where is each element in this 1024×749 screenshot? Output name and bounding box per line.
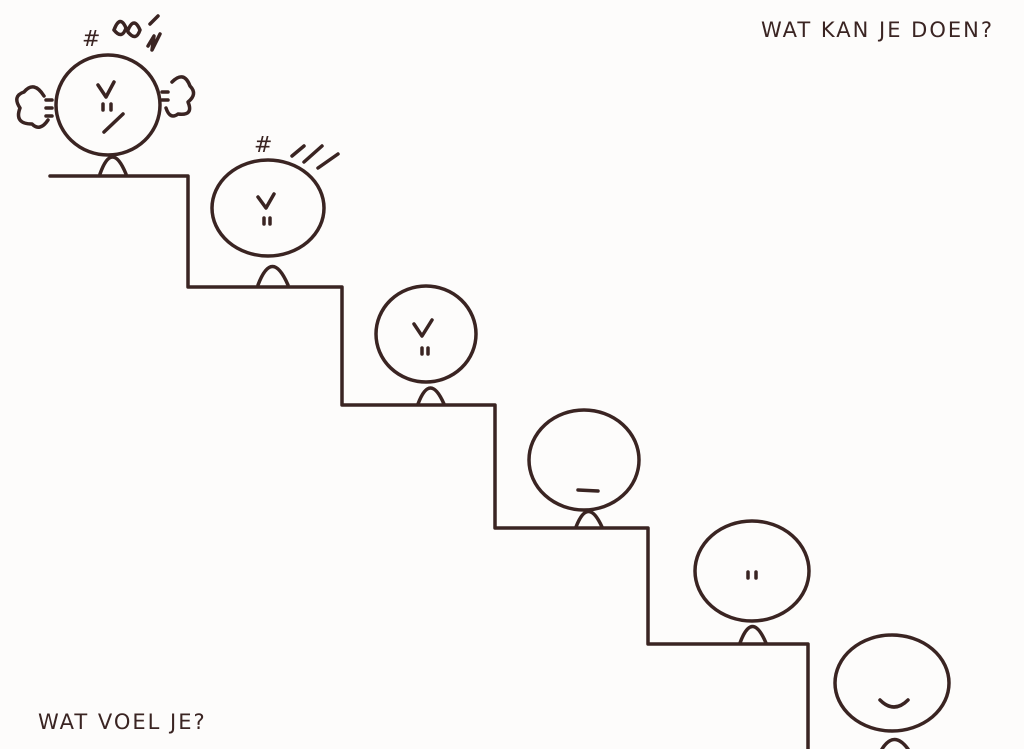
swear-zigzag — [146, 14, 162, 52]
steam-lines-right — [160, 90, 170, 102]
head — [833, 633, 951, 733]
head — [374, 284, 478, 384]
swear-hash-icon: # — [254, 133, 272, 158]
head — [210, 158, 326, 258]
eyebrows — [96, 80, 116, 99]
eyes — [420, 346, 430, 356]
head — [693, 519, 811, 623]
steam-cloud-right — [164, 75, 196, 118]
eyebrows — [412, 318, 434, 338]
eyes — [746, 570, 758, 580]
neck — [98, 155, 128, 176]
neck — [416, 386, 446, 406]
steam-lines-left — [44, 98, 54, 118]
swear-hash-icon: # — [82, 27, 100, 52]
neck — [256, 264, 290, 287]
anger-lines — [290, 144, 340, 170]
neck — [880, 737, 910, 749]
smile-mouth — [878, 698, 910, 709]
steam-cloud-left — [15, 85, 50, 129]
figure-angry: # — [210, 133, 340, 287]
figure-calm — [693, 519, 811, 645]
mouth — [576, 488, 600, 493]
neck — [738, 624, 768, 645]
head — [527, 408, 641, 512]
eyebrows — [256, 192, 276, 210]
what-can-you-do-label: WAT KAN JE DOEN? — [761, 18, 994, 42]
mouth — [102, 112, 125, 134]
neck — [574, 509, 604, 529]
what-do-you-feel-label: WAT VOEL JE? — [38, 710, 207, 734]
figure-happy — [833, 633, 951, 749]
swear-loops — [112, 19, 142, 39]
figure-furious: # — [15, 14, 196, 176]
eyes — [101, 102, 113, 112]
figure-neutral — [527, 408, 641, 529]
staircase-outline — [48, 174, 810, 749]
head — [54, 53, 162, 157]
eyes — [262, 216, 272, 226]
figure-annoyed — [374, 284, 478, 406]
